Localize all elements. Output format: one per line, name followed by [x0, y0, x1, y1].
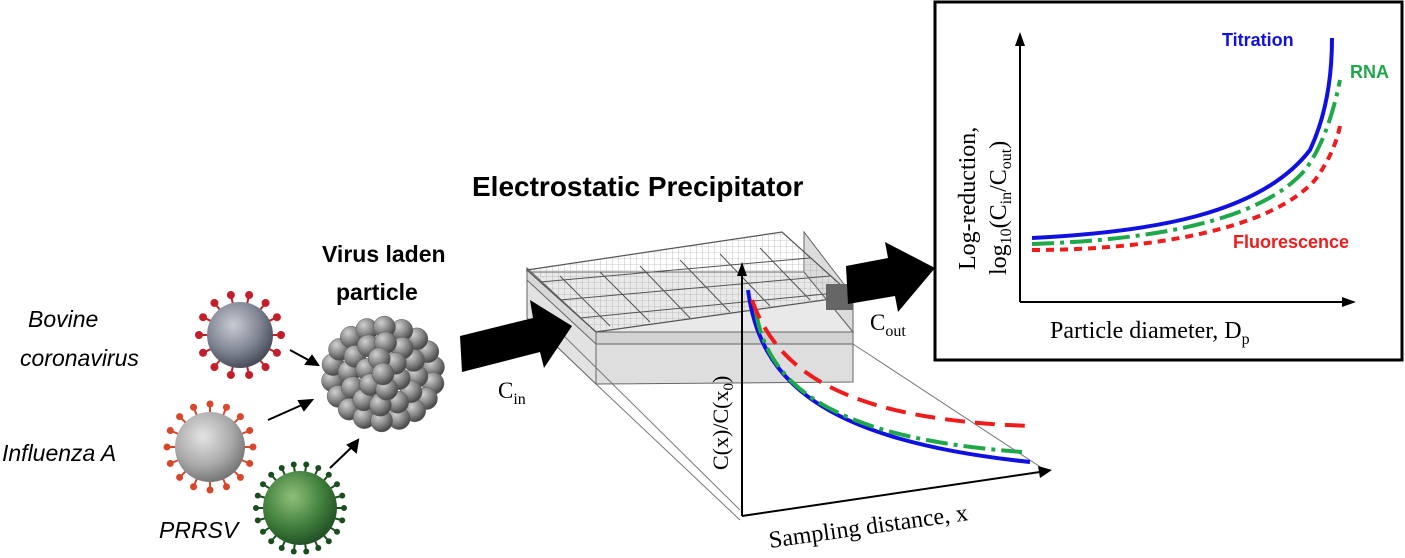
decay-curve-rna — [754, 311, 1023, 454]
c-out-label: Cout — [870, 310, 906, 340]
reduction-y-label-line2: log10(Cin/Cout) — [986, 141, 1015, 275]
decay-y-label: C(x)/C(x0) — [708, 376, 737, 470]
virus-to-particle-arrows — [267, 349, 360, 469]
influenza-a-icon — [163, 400, 257, 494]
outlet-flow-arrow — [846, 242, 935, 312]
virus-laden-particle-icon — [321, 315, 445, 433]
influenza-label: Influenza A — [2, 440, 116, 466]
bovine-coronavirus-icon — [195, 291, 285, 379]
legend-fluorescence: Fluorescence — [1233, 232, 1349, 252]
decay-x-axis — [741, 471, 1041, 517]
prrsv-icon — [253, 461, 347, 555]
c-in-label: Cin — [498, 378, 526, 408]
prrsv-label: PRRSV — [159, 517, 241, 543]
precipitator-title: Electrostatic Precipitator — [472, 171, 804, 202]
reduction-plot-frame — [933, 0, 1404, 362]
inlet-flow-arrow — [460, 300, 572, 372]
reduction-x-label: Particle diameter, Dp — [1050, 318, 1250, 348]
bovine-label-line2: coronavirus — [20, 345, 139, 371]
reduction-plot: Titration RNA Fluorescence Log-reduction… — [933, 0, 1404, 362]
reduction-curve-rna — [1031, 79, 1342, 246]
legend-titration: Titration — [1222, 30, 1294, 50]
reduction-curve-titration — [1031, 37, 1334, 240]
decay-curve-fluorescence — [750, 299, 1031, 428]
legend-rna: RNA — [1350, 62, 1389, 82]
particle-label-line1: Virus laden — [322, 241, 446, 267]
bovine-label-line1: Bovine — [28, 306, 98, 332]
particle-sphere — [371, 362, 395, 386]
reduction-y-label-line1: Log-reduction, — [955, 127, 981, 270]
decay-curve-titration — [746, 289, 1031, 464]
precipitator-device — [525, 230, 1046, 521]
particle-label-line2: particle — [336, 279, 418, 305]
reduction-curve-fluorescence — [1031, 125, 1342, 252]
